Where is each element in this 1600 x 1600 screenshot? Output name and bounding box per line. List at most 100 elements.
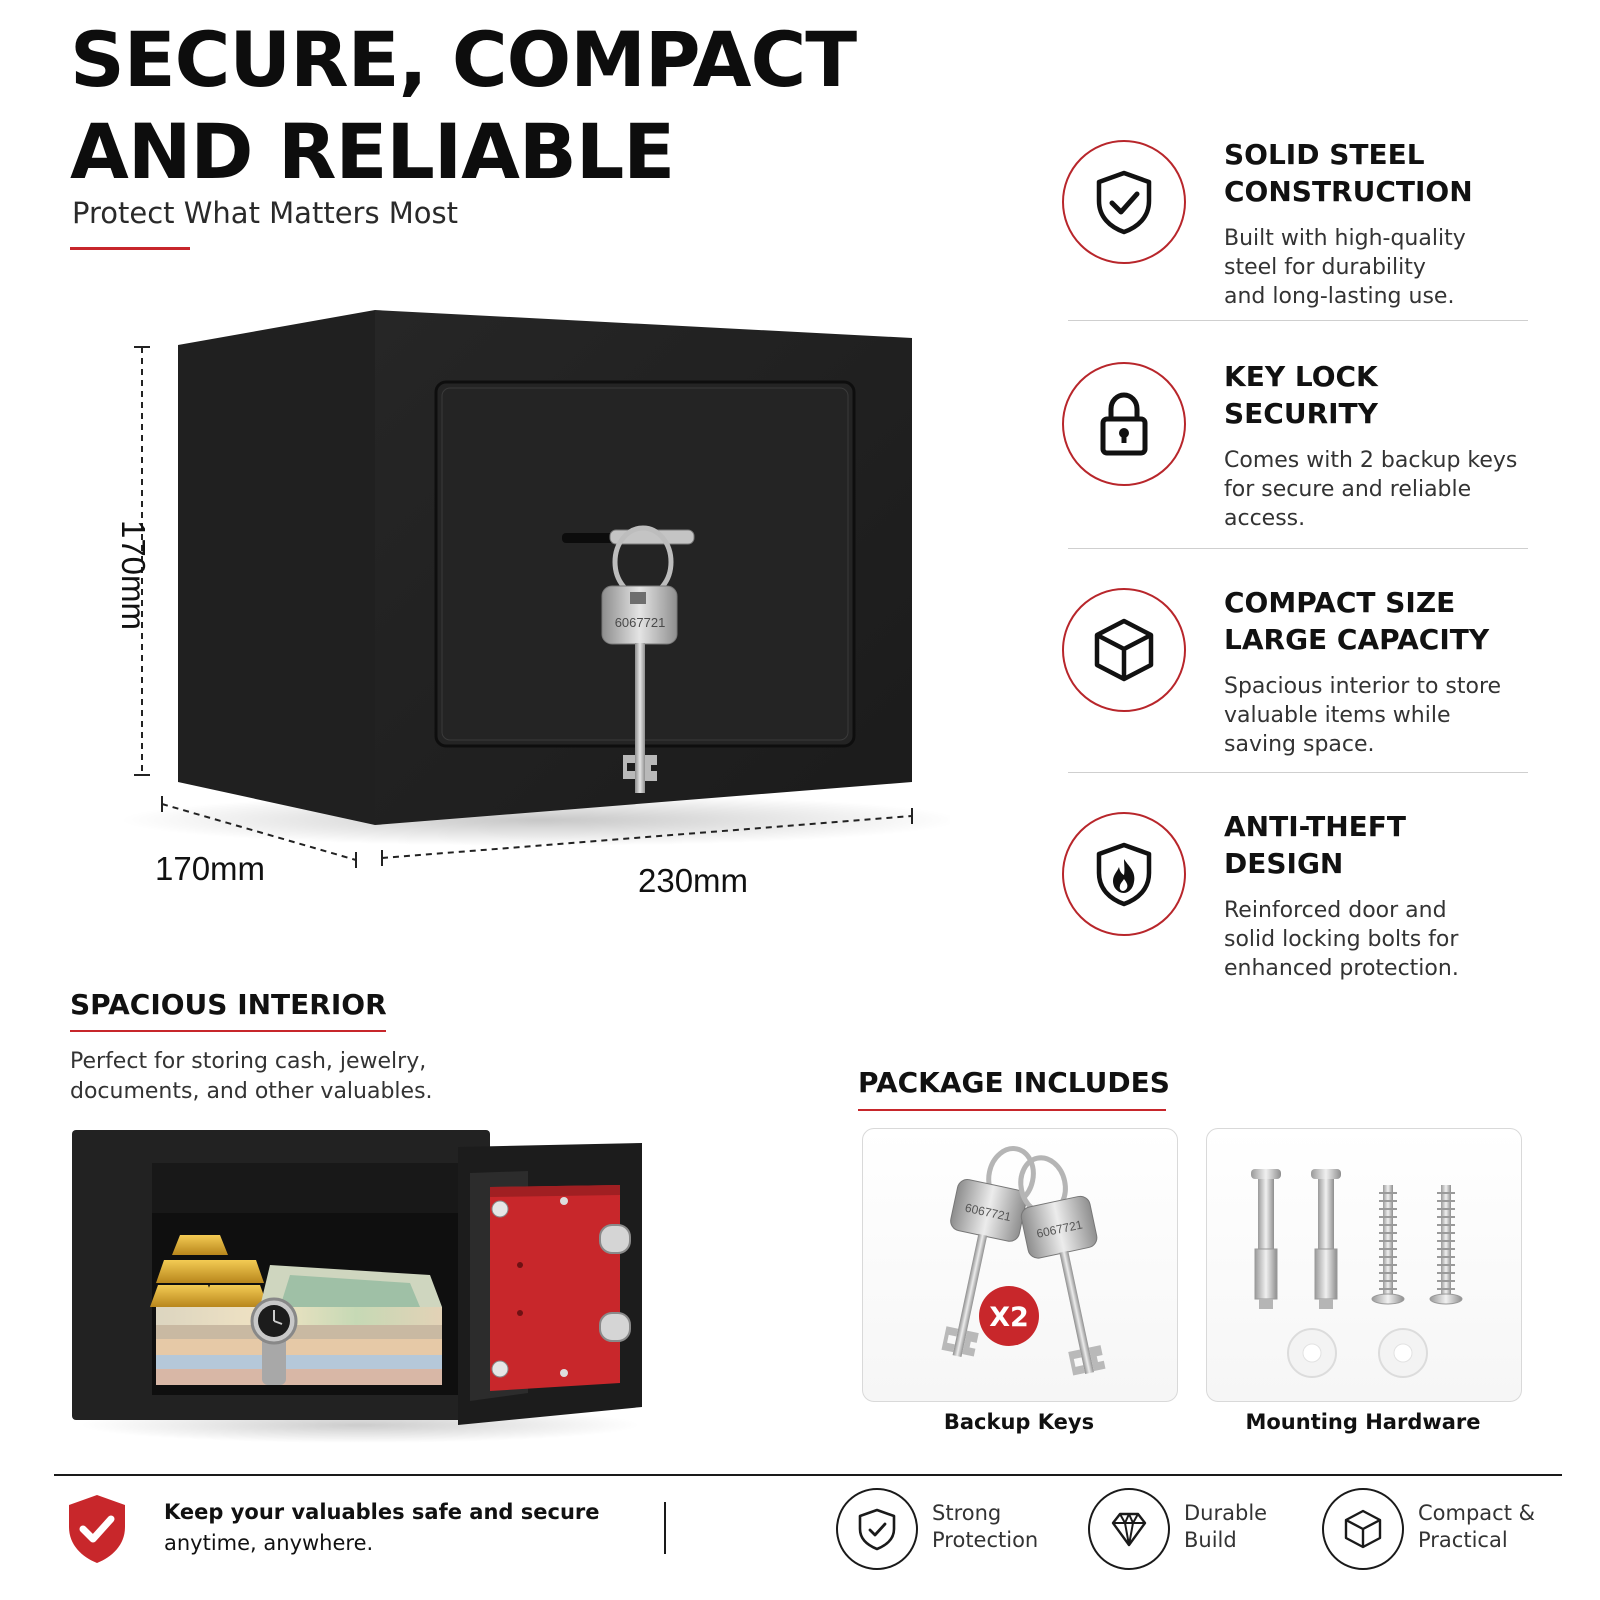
- feature-divider: [1068, 772, 1528, 773]
- cube-icon: [1094, 618, 1154, 682]
- feature-title-line2: SECURITY: [1224, 397, 1378, 430]
- feature-title: ANTI-THEFT DESIGN: [1224, 808, 1534, 882]
- shield-flame-icon: [1096, 842, 1152, 907]
- height-dimension-label: 170mm: [115, 519, 153, 631]
- badge-label-line: Strong: [932, 1501, 1002, 1525]
- hero-title-line1: SECURE, COMPACT: [70, 15, 857, 104]
- feature-desc-line: solid locking bolts for: [1224, 927, 1459, 952]
- feature-title-line2: DESIGN: [1224, 847, 1344, 880]
- badge-label-durable-build: Durable Build: [1184, 1500, 1267, 1554]
- badge-label-line: Protection: [932, 1528, 1039, 1552]
- interior-desc-line: documents, and other valuables.: [70, 1079, 433, 1104]
- backup-keys-image: 6067721 6067721 X2: [941, 1146, 1106, 1376]
- keyhole: [562, 533, 622, 543]
- cube-icon: [1344, 1509, 1382, 1549]
- package-underline: [858, 1109, 1166, 1111]
- badge-label-compact-practical: Compact & Practical: [1418, 1500, 1535, 1554]
- depth-dimension-line: [161, 796, 357, 868]
- feature-desc-line: enhanced protection.: [1224, 956, 1459, 981]
- feature-description: Reinforced door and solid locking bolts …: [1224, 896, 1534, 983]
- feature-divider: [1068, 320, 1528, 321]
- locking-bolts-icon: [599, 1224, 631, 1342]
- feature-desc-line: Built with high-quality: [1224, 226, 1466, 251]
- key-icon: 6067721: [1018, 1155, 1106, 1376]
- feature-solid-steel: SOLID STEEL CONSTRUCTION Built with high…: [1062, 138, 1522, 310]
- feature-desc-line: Comes with 2 backup keys: [1224, 448, 1518, 473]
- screw-icon: [1371, 1185, 1405, 1305]
- feature-title-line1: COMPACT SIZE: [1224, 586, 1456, 619]
- washer-icon: [1287, 1328, 1337, 1378]
- key-shaft: [635, 643, 645, 793]
- feature-icon-ring: [1062, 588, 1186, 712]
- package-label-keys: Backup Keys: [943, 1410, 1095, 1434]
- feature-title-line1: ANTI-THEFT: [1224, 810, 1407, 843]
- hero-underline: [70, 247, 190, 250]
- feature-divider: [1068, 548, 1528, 549]
- washer-icon: [1378, 1328, 1428, 1378]
- feature-title: COMPACT SIZE LARGE CAPACITY: [1224, 584, 1534, 658]
- feature-description: Spacious interior to store valuable item…: [1224, 672, 1534, 759]
- package-card-hardware: [1206, 1128, 1522, 1402]
- feature-icon-ring: [1062, 812, 1186, 936]
- cash-stack-icon: [156, 1265, 442, 1385]
- feature-desc-line: and long-lasting use.: [1224, 284, 1455, 309]
- gold-bars-icon: [150, 1235, 268, 1307]
- padlock-icon: [1100, 392, 1148, 456]
- feature-title-line1: KEY LOCK: [1224, 360, 1378, 393]
- safe-side-face: [178, 310, 375, 825]
- badge-compact-practical: [1322, 1488, 1404, 1570]
- badge-label-line: Compact &: [1418, 1501, 1535, 1525]
- hero-title-line2: AND RELIABLE: [70, 107, 675, 196]
- mounting-hardware-image: [1251, 1169, 1463, 1378]
- footer-tagline-line1: Keep your valuables safe and secure: [164, 1500, 600, 1524]
- feature-description: Comes with 2 backup keys for secure and …: [1224, 446, 1534, 533]
- badge-label-line: Practical: [1418, 1528, 1508, 1552]
- feature-title-line1: SOLID STEEL: [1224, 138, 1425, 171]
- expansion-bolt-icon: [1251, 1169, 1281, 1309]
- footer-divider-line: [54, 1474, 1562, 1476]
- feature-title-line2: LARGE CAPACITY: [1224, 623, 1490, 656]
- interior-underline: [70, 1030, 386, 1032]
- key-icon: 6067721: [941, 1146, 1036, 1357]
- interior-title: SPACIOUS INTERIOR: [70, 988, 387, 1021]
- feature-title: SOLID STEEL CONSTRUCTION: [1224, 136, 1534, 210]
- footer-vertical-divider: [664, 1502, 666, 1554]
- footer-tagline-line2: anytime, anywhere.: [164, 1531, 374, 1555]
- interior-description: Perfect for storing cash, jewelry, docum…: [70, 1047, 433, 1107]
- feature-desc-line: for secure and reliable: [1224, 477, 1472, 502]
- badge-label-line: Durable: [1184, 1501, 1268, 1525]
- feature-desc-line: Spacious interior to store: [1224, 674, 1502, 699]
- red-lock-mechanism: [490, 1185, 620, 1391]
- quantity-badge: [979, 1286, 1039, 1346]
- shield-check-icon: [1096, 170, 1152, 235]
- feature-desc-line: saving space.: [1224, 732, 1375, 757]
- package-title: PACKAGE INCLUDES: [858, 1066, 1170, 1099]
- quantity-badge-text: X2: [989, 1302, 1029, 1333]
- open-safe-image: [72, 1130, 642, 1443]
- hero-title: SECURE, COMPACT AND RELIABLE: [70, 14, 890, 198]
- badge-label-line: Build: [1184, 1528, 1237, 1552]
- feature-desc-line: access.: [1224, 506, 1306, 531]
- feature-description: Built with high-quality steel for durabi…: [1224, 224, 1534, 311]
- watch-icon: [250, 1297, 298, 1385]
- safe-product-image: 6067721: [120, 310, 950, 868]
- badge-durable-build: [1088, 1488, 1170, 1570]
- interior-desc-line: Perfect for storing cash, jewelry,: [70, 1049, 427, 1074]
- package-label-hardware: Mounting Hardware: [1245, 1410, 1481, 1434]
- footer-tagline: Keep your valuables safe and secure anyt…: [164, 1497, 600, 1559]
- width-dimension-label: 230mm: [638, 862, 749, 899]
- feature-icon-ring: [1062, 362, 1186, 486]
- diamond-icon: [1111, 1512, 1147, 1547]
- feature-desc-line: valuable items while: [1224, 703, 1451, 728]
- package-card-keys: 6067721 6067721 X2: [862, 1128, 1178, 1402]
- feature-compact-size: COMPACT SIZE LARGE CAPACITY Spacious int…: [1062, 586, 1522, 758]
- feature-anti-theft: ANTI-THEFT DESIGN Reinforced door and so…: [1062, 810, 1522, 982]
- feature-desc-line: Reinforced door and: [1224, 898, 1447, 923]
- feature-title-line2: CONSTRUCTION: [1224, 175, 1473, 208]
- depth-dimension-label: 170mm: [155, 850, 266, 887]
- key-number-text: 6067721: [615, 615, 666, 630]
- red-shield-check-icon: [69, 1495, 125, 1563]
- feature-title: KEY LOCK SECURITY: [1224, 358, 1534, 432]
- shield-check-icon: [858, 1508, 896, 1551]
- feature-desc-line: steel for durability: [1224, 255, 1426, 280]
